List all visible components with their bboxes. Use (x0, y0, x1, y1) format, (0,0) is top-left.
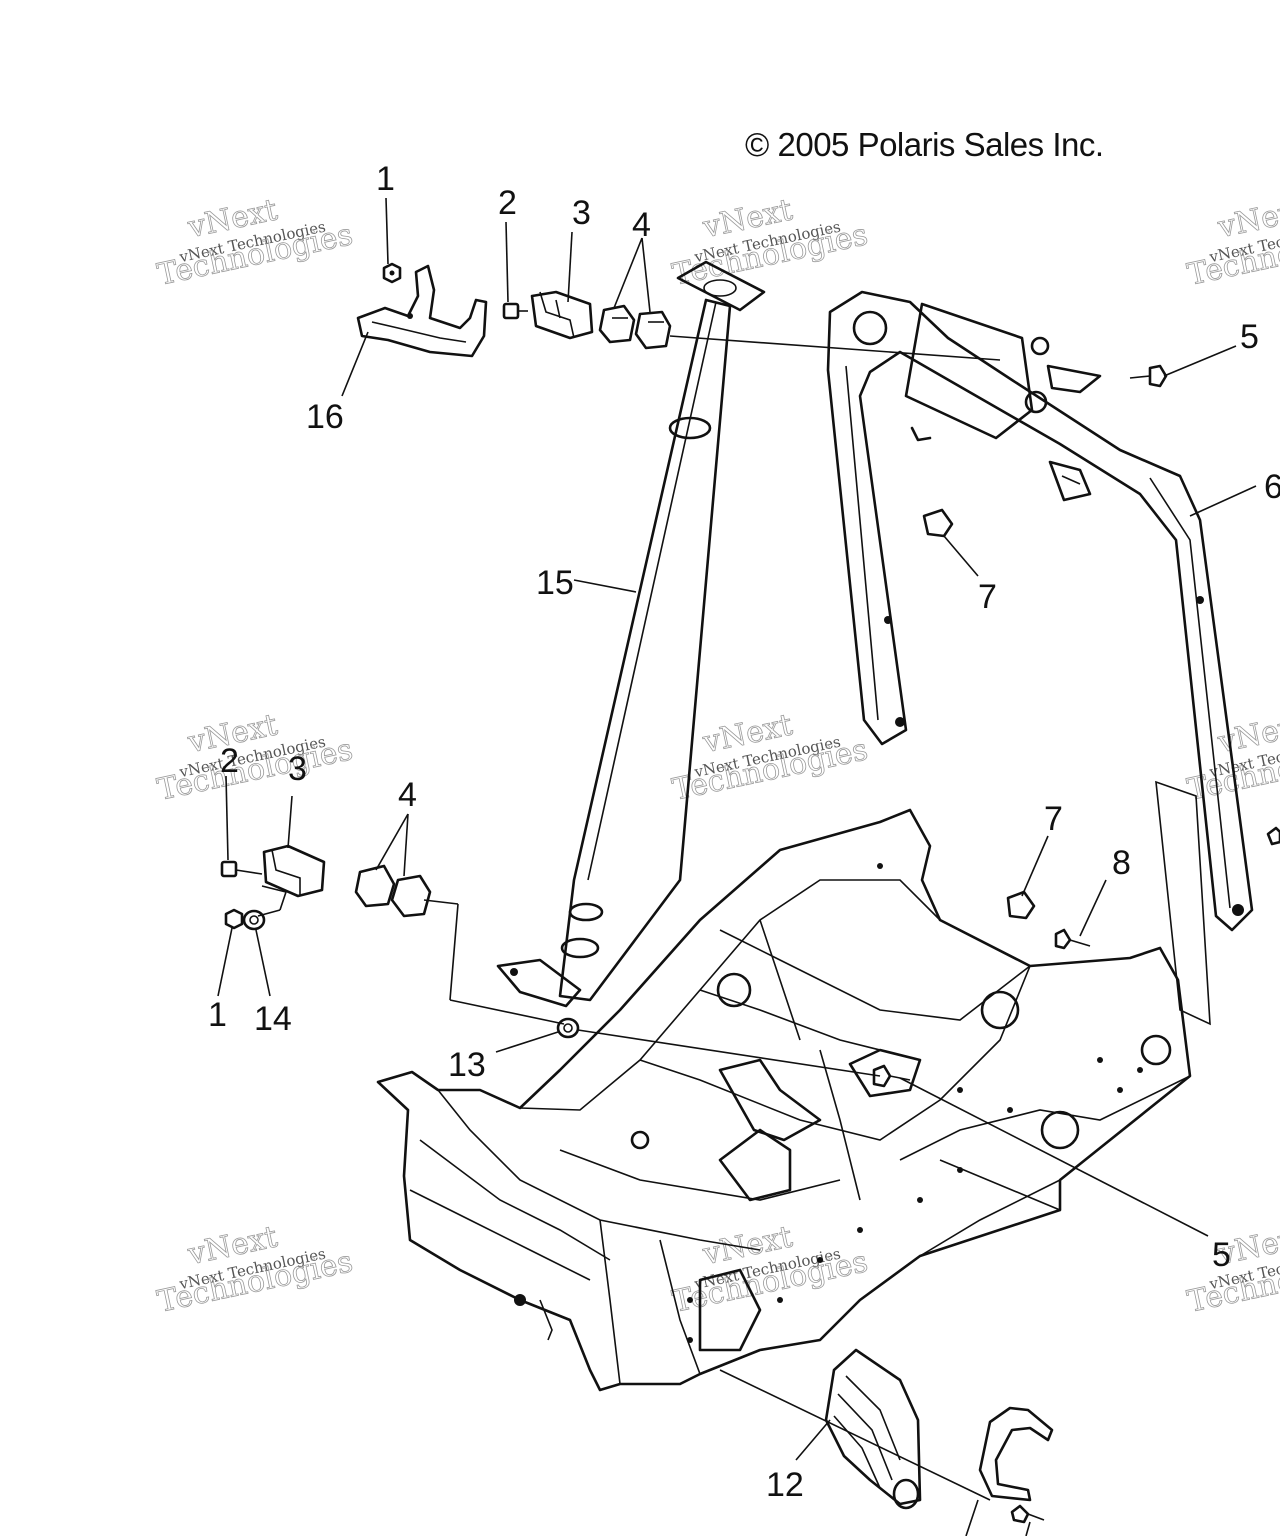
callout-16: 16 (306, 398, 344, 436)
part-4-bushings-lower (354, 864, 432, 918)
part-6-upper-frame (826, 290, 1254, 932)
callout-3: 3 (572, 194, 591, 232)
callout-4: 4 (632, 206, 651, 244)
callout-7-lower: 7 (1044, 800, 1063, 838)
part-16-bracket (356, 264, 488, 358)
callout-8: 8 (1112, 844, 1131, 882)
watermark-mid-right: vNext vNext Technologies Technologies (1184, 707, 1280, 808)
part-12-boot (824, 1348, 922, 1510)
part-8-bolt (1054, 928, 1091, 950)
callout-1-lower: 1 (208, 996, 227, 1034)
part-7-clip-lower (1006, 890, 1036, 920)
part-7-clip (922, 508, 954, 538)
callout-12: 12 (766, 1466, 804, 1504)
side-panel (1155, 780, 1211, 1026)
callout-15: 15 (536, 564, 574, 602)
part-15-steering-column (496, 260, 766, 1008)
callout-5: 5 (1240, 318, 1259, 356)
callout-13: 13 (448, 1046, 486, 1084)
part-5-bolt (1129, 364, 1168, 388)
watermark-bottom-left: vNext vNext Technologies Technologies (154, 1219, 356, 1320)
clamp-ring (978, 1406, 1054, 1502)
callout-2-lower: 2 (220, 742, 239, 780)
watermark-bottom-center: vNext vNext Technologies Technologies (669, 1219, 871, 1320)
part-13-washer (556, 1017, 580, 1039)
part-2-bolt-lower (220, 860, 263, 878)
copyright-notice: © 2005 Polaris Sales Inc. (745, 126, 1104, 163)
watermark-group: vNext vNext Technologies Technologies vN… (154, 192, 1280, 1320)
callout-6: 6 (1264, 468, 1280, 506)
callout-7: 7 (978, 578, 997, 616)
watermark-mid-left: vNext vNext Technologies Technologies (154, 707, 356, 808)
part-1-nut-right (1266, 826, 1280, 846)
part-1-nut (382, 262, 402, 284)
part-2-bolt (502, 302, 528, 320)
part-3-clamp (530, 290, 594, 340)
callout-5-lower: 5 (1212, 1236, 1231, 1274)
watermark-top-center: vNext vNext Technologies Technologies (669, 192, 871, 293)
callout-3-lower: 3 (288, 750, 307, 788)
callout-4-lower: 4 (398, 776, 417, 814)
watermark-top-right: vNext vNext Technologies Technologies (1184, 192, 1280, 293)
main-chassis-frame (376, 808, 1192, 1392)
callout-14: 14 (254, 1000, 292, 1038)
part-4-bushings (598, 304, 672, 350)
callout-labels: 1 2 3 4 5 6 7 15 16 2 3 4 7 8 1 14 13 5 … (208, 160, 1280, 1504)
leader-lines (217, 197, 1257, 1536)
screw-bottom (1010, 1504, 1045, 1524)
part-1-nut-lower (224, 908, 244, 930)
watermark-top-left: vNext vNext Technologies Technologies (154, 192, 356, 293)
callout-2: 2 (498, 184, 517, 222)
part-14-washer (242, 909, 266, 931)
callout-1: 1 (376, 160, 395, 198)
